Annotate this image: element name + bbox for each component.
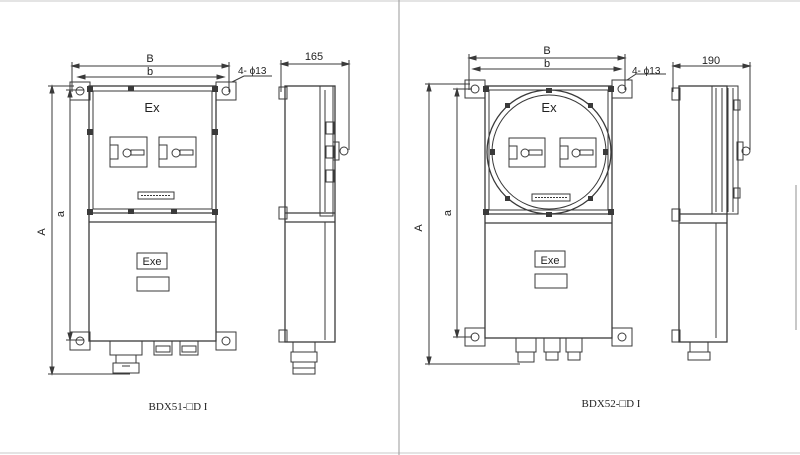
bdx52-ex-label: Ex xyxy=(541,100,557,115)
bdx52-exe-label: Exe xyxy=(541,255,560,267)
bdx51-side-depth: 165 xyxy=(305,51,323,63)
bdx52-dim-b-outer: B xyxy=(543,45,550,57)
bdx51-dim-a-outer: A xyxy=(36,228,48,236)
bdx52-front-view xyxy=(425,54,666,366)
bdx52-caption: BDX52-□D I xyxy=(582,398,641,410)
bdx51-caption: BDX51-□D I xyxy=(149,401,208,413)
bdx51-exe-label: Exe xyxy=(143,256,162,268)
bdx52-dim-a-outer: A xyxy=(413,224,425,232)
bdx52-hole-spec: 4- ϕ13 xyxy=(632,66,661,77)
bdx51-dim-b-inner: b xyxy=(147,66,153,78)
bdx51-ex-label: Ex xyxy=(144,100,160,115)
bdx52-side-depth: 190 xyxy=(702,55,720,67)
bdx51-dim-a-inner: a xyxy=(55,210,67,217)
bdx51-front-view xyxy=(48,62,272,376)
bdx52-dim-a-inner: a xyxy=(442,209,454,216)
bdx51-hole-spec: 4- ϕ13 xyxy=(238,66,267,77)
bdx51-dim-b-outer: B xyxy=(146,53,153,65)
bdx52-dim-b-inner: b xyxy=(544,58,550,70)
bdx51-side-view xyxy=(278,60,351,375)
bdx52-side-view xyxy=(671,62,752,361)
